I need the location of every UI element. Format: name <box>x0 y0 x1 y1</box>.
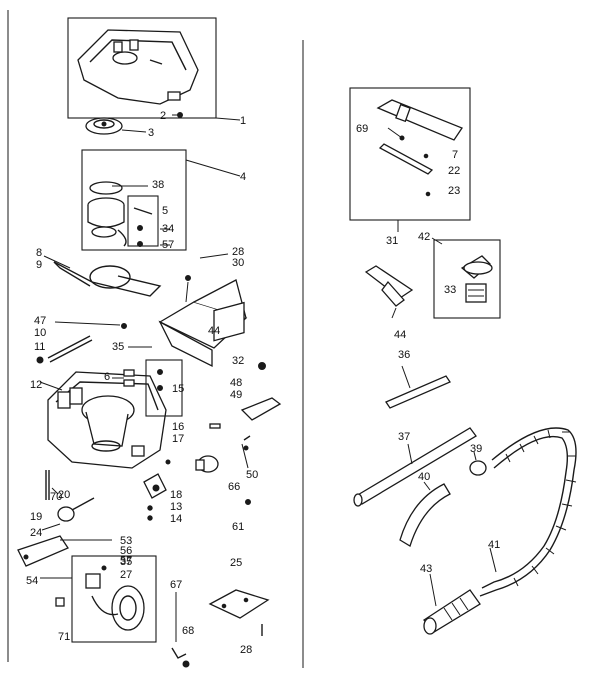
label-35: 35 <box>112 341 124 353</box>
label-33: 33 <box>444 284 456 296</box>
filter-disc-part-3 <box>85 117 123 135</box>
wand-part-37 <box>353 427 477 507</box>
label-43: 43 <box>420 563 432 575</box>
label-44-right: 44 <box>394 329 406 341</box>
label-10: 10 <box>34 327 46 339</box>
label-3: 3 <box>148 127 154 139</box>
label-24: 24 <box>30 527 42 539</box>
clip-part-71 <box>55 597 65 607</box>
plate-part-53 <box>17 535 69 567</box>
label-12: 12 <box>30 379 42 391</box>
label-19: 19 <box>30 511 42 523</box>
label-36: 36 <box>398 349 410 361</box>
caster-part-18 <box>143 459 171 521</box>
filter-bag-part-28 <box>158 275 248 368</box>
label-11: 11 <box>34 341 45 353</box>
label-34: 34 <box>162 223 174 235</box>
rod-part-10 <box>36 335 93 364</box>
wheel-part-19 <box>57 497 95 522</box>
screw-part-61 <box>245 499 251 505</box>
label-56: 56 <box>120 545 132 557</box>
bracket-part-25 <box>208 589 270 636</box>
label-1: 1 <box>240 115 246 127</box>
label-50: 50 <box>246 469 258 481</box>
label-16: 16 <box>172 421 184 433</box>
label-23: 23 <box>448 185 460 197</box>
canister-body-part-12 <box>47 359 183 469</box>
label-54: 54 <box>26 575 38 587</box>
label-48: 48 <box>230 377 242 389</box>
cord-reel-part-54 <box>71 555 157 643</box>
label-2: 2 <box>160 110 166 122</box>
label-25: 25 <box>230 557 242 569</box>
label-41: 41 <box>488 539 500 551</box>
label-4: 4 <box>240 171 246 183</box>
floor-tool-part-31 <box>349 87 471 221</box>
label-70: 70 <box>50 491 62 503</box>
label-27: 27 <box>120 569 132 581</box>
label-5: 5 <box>162 205 168 217</box>
crevice-tool-part-36 <box>385 375 451 409</box>
label-30: 30 <box>232 257 244 269</box>
curved-wand-part-40 <box>399 483 451 547</box>
label-9: 9 <box>36 259 42 271</box>
ring-part-39 <box>469 460 487 476</box>
label-71: 71 <box>58 631 70 643</box>
label-18: 18 <box>170 489 182 501</box>
label-39: 39 <box>470 443 482 455</box>
label-47: 47 <box>34 315 46 327</box>
handle-bail-part-8 <box>53 261 162 297</box>
top-cover-part <box>67 17 241 121</box>
label-57: 57 <box>162 239 174 251</box>
hose-end-part-43 <box>423 589 481 635</box>
label-35-lower: 35 <box>120 556 132 568</box>
label-13: 13 <box>170 501 182 513</box>
switch-part-66 <box>195 455 219 473</box>
label-28-bottom: 28 <box>240 644 252 656</box>
label-61: 61 <box>232 521 244 533</box>
latch-part-48 <box>209 397 282 451</box>
hose-part-41 <box>479 427 577 597</box>
label-32: 32 <box>232 355 244 367</box>
part-number-labels: 1 2 3 4 38 5 34 57 8 9 28 30 47 10 44 11… <box>26 110 500 656</box>
label-53: 53 <box>120 535 132 547</box>
label-37: 37 <box>398 431 410 443</box>
label-17: 17 <box>172 433 184 445</box>
brush-tool-part-42 <box>433 239 501 319</box>
label-66: 66 <box>228 481 240 493</box>
label-67: 67 <box>170 579 182 591</box>
label-57-lower: 57 <box>120 555 132 567</box>
label-14: 14 <box>170 513 182 525</box>
label-20: 20 <box>58 489 70 501</box>
label-69: 69 <box>356 123 368 135</box>
upholstery-tool-part-44 <box>364 265 414 307</box>
label-22: 22 <box>448 165 460 177</box>
label-7: 7 <box>452 149 458 161</box>
screw-part-2 <box>177 112 183 118</box>
cord-part-67 <box>171 592 190 668</box>
label-28-top: 28 <box>232 246 244 258</box>
motor-assembly-part-4 <box>81 149 241 251</box>
label-42: 42 <box>418 231 430 243</box>
label-6: 6 <box>104 371 110 383</box>
label-49: 49 <box>230 389 242 401</box>
pin-part-47 <box>54 321 127 329</box>
screw-part-70 <box>45 470 50 500</box>
label-8: 8 <box>36 247 42 259</box>
label-44: 44 <box>208 325 220 337</box>
label-31: 31 <box>386 235 398 247</box>
leader-lines <box>39 114 497 607</box>
nut-part-32 <box>258 362 266 370</box>
label-40: 40 <box>418 471 430 483</box>
label-68: 68 <box>182 625 194 637</box>
label-15: 15 <box>172 383 184 395</box>
label-38: 38 <box>152 179 164 191</box>
